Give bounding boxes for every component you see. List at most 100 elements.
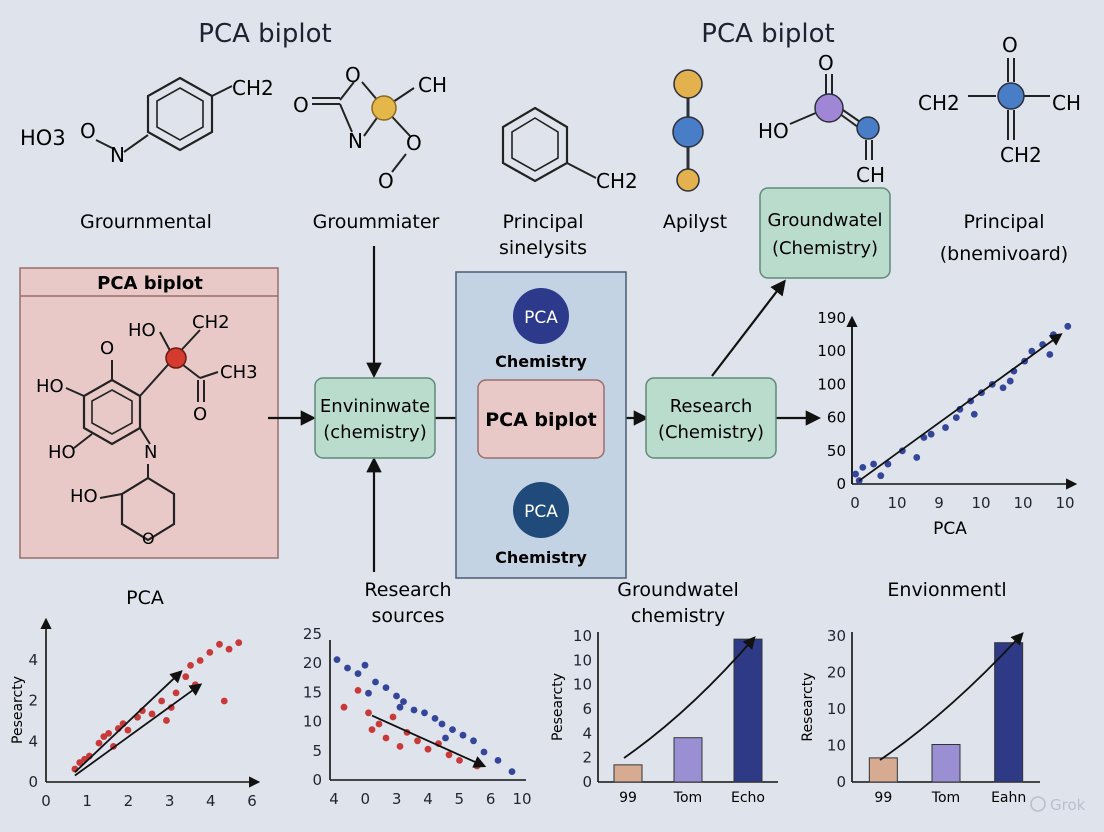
data-point bbox=[449, 726, 456, 733]
y-axis-label: Pesearcty bbox=[550, 673, 566, 741]
label-groummiater: Groummiater bbox=[313, 211, 440, 233]
y-tick-label: 20 bbox=[303, 654, 322, 672]
y-tick-label: 10 bbox=[827, 700, 846, 718]
data-point bbox=[956, 405, 964, 413]
x-tick-label: 0 bbox=[850, 494, 860, 512]
data-point bbox=[396, 743, 404, 750]
y-tick-label: 6 bbox=[582, 700, 592, 718]
data-point bbox=[456, 757, 463, 764]
svg-text:HO: HO bbox=[36, 376, 64, 397]
x-tick-label: 10 bbox=[1055, 494, 1074, 512]
bar bbox=[733, 638, 763, 783]
data-point bbox=[158, 697, 166, 705]
bar bbox=[613, 764, 643, 783]
y-tick-label: 15 bbox=[303, 683, 322, 701]
data-point bbox=[480, 748, 488, 756]
label-principal-2b: (bnemivoard) bbox=[940, 243, 1068, 265]
data-point bbox=[508, 768, 516, 775]
data-point bbox=[424, 745, 432, 753]
chart-title: Groundwatel bbox=[617, 579, 739, 601]
data-point bbox=[105, 730, 113, 737]
y-tick-label: 50 bbox=[827, 442, 846, 460]
data-point bbox=[942, 424, 949, 431]
data-point bbox=[1028, 347, 1036, 355]
research-sources-label-2: sources bbox=[372, 605, 445, 627]
svg-text:CH2: CH2 bbox=[192, 312, 230, 333]
x-axis-label: PCA bbox=[933, 519, 967, 539]
trend-arrow bbox=[858, 333, 1063, 482]
environment-chemistry-box: Envininwate (chemistry) bbox=[314, 377, 436, 459]
svg-text:N: N bbox=[348, 129, 363, 153]
x-tick-label: Tom bbox=[673, 790, 702, 806]
data-point bbox=[859, 464, 867, 471]
data-point bbox=[365, 689, 372, 697]
y-tick-label: 10 bbox=[303, 713, 322, 731]
data-point bbox=[913, 454, 921, 461]
bar bbox=[994, 642, 1024, 783]
svg-text:O: O bbox=[100, 338, 114, 359]
x-tick-label: 6 bbox=[486, 790, 496, 808]
y-tick-label: 0 bbox=[836, 475, 846, 493]
data-point bbox=[196, 657, 204, 664]
y-tick-label: 4 bbox=[28, 732, 38, 750]
data-point bbox=[148, 710, 156, 718]
y-axis-label: Researcty bbox=[800, 672, 816, 741]
molecule-6: O CH2 CH CH2 bbox=[918, 33, 1081, 167]
data-point bbox=[421, 709, 428, 717]
data-point bbox=[927, 430, 935, 438]
data-point bbox=[952, 414, 960, 421]
data-point bbox=[216, 640, 223, 648]
data-point bbox=[375, 720, 383, 728]
data-point bbox=[877, 472, 885, 480]
data-point bbox=[382, 684, 390, 691]
svg-text:CH: CH bbox=[856, 163, 885, 187]
groundwater-chemistry-box: Groundwatel (Chemistry) bbox=[759, 187, 891, 279]
x-tick-label: 99 bbox=[619, 790, 637, 806]
svg-text:O: O bbox=[406, 131, 422, 155]
svg-text:O: O bbox=[80, 119, 96, 143]
data-point bbox=[354, 687, 362, 694]
chart-title: Envionmentl bbox=[887, 579, 1006, 601]
data-point bbox=[1006, 377, 1014, 385]
data-point bbox=[414, 737, 421, 745]
data-point bbox=[187, 661, 194, 669]
y-tick-label: 0 bbox=[28, 773, 38, 791]
y-tick-label: 30 bbox=[827, 627, 846, 645]
y-tick-label: 2 bbox=[582, 749, 592, 767]
svg-text:N: N bbox=[110, 143, 125, 167]
svg-text:CH: CH bbox=[418, 73, 447, 97]
y-tick-label: 5 bbox=[312, 742, 322, 760]
chart-bottom-3: Groundwatelchemistry0246101010Pesearcty9… bbox=[550, 579, 778, 806]
y-tick-label: 10 bbox=[573, 651, 592, 669]
data-point bbox=[1046, 351, 1054, 358]
svg-text:O: O bbox=[818, 51, 834, 75]
data-point bbox=[494, 757, 502, 764]
molecule-2: O O CH N O O bbox=[293, 63, 447, 193]
x-tick-label: 10 bbox=[1013, 494, 1032, 512]
label-principal-2: Principal bbox=[964, 211, 1045, 233]
trend-arrow bbox=[74, 683, 203, 777]
title-right: PCA biplot bbox=[701, 19, 834, 49]
data-point bbox=[124, 726, 132, 734]
data-point bbox=[445, 751, 453, 759]
svg-text:CH2: CH2 bbox=[232, 76, 274, 100]
x-tick-label: 99 bbox=[874, 790, 892, 806]
svg-text:(chemistry): (chemistry) bbox=[323, 422, 426, 443]
data-point bbox=[100, 733, 108, 741]
left-panel-title: PCA biplot bbox=[97, 273, 203, 294]
data-point bbox=[361, 661, 369, 669]
left-panel: PCA biplot HO CH2 O HO CH3 O HO N HO O bbox=[19, 267, 279, 559]
x-tick-label: 10 bbox=[971, 494, 990, 512]
y-tick-label: 0 bbox=[836, 773, 846, 791]
bar bbox=[931, 744, 961, 783]
trend-arrow bbox=[74, 670, 183, 773]
svg-text:(Chemistry): (Chemistry) bbox=[658, 422, 764, 443]
svg-text:Grok: Grok bbox=[1050, 796, 1086, 814]
x-tick-label: 9 bbox=[934, 494, 944, 512]
data-point bbox=[163, 717, 170, 724]
data-point bbox=[438, 720, 446, 728]
